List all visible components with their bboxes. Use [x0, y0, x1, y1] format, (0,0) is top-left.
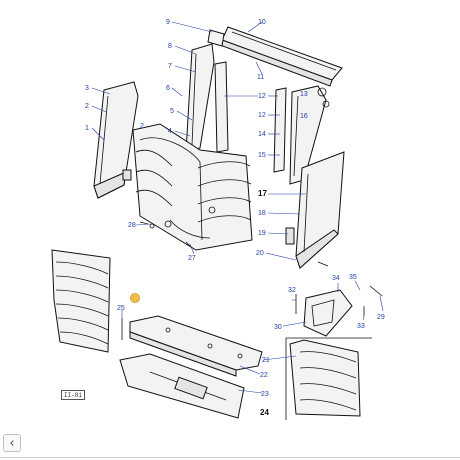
- chevron-left-icon: ‹: [9, 436, 15, 451]
- callout-6: 6: [166, 85, 170, 92]
- left-side-panel: [93, 81, 139, 199]
- callout-9: 9: [166, 19, 170, 26]
- callout-25: 25: [117, 305, 125, 312]
- bolts: [121, 221, 383, 340]
- lower-grille: [51, 249, 111, 353]
- callout-14: 14: [258, 131, 266, 138]
- callout-21: 21: [262, 357, 270, 364]
- callouts: 9 10 8 7 11 3 2 1 6 5 4 2 12 12 14 15 17…: [85, 19, 385, 417]
- callout-2b: 2: [140, 123, 144, 130]
- callout-5: 5: [170, 108, 174, 115]
- front-valance: [119, 353, 245, 419]
- inset-grille: [289, 339, 361, 417]
- callout-16: 16: [300, 113, 308, 120]
- callout-22: 22: [260, 372, 268, 379]
- callout-7: 7: [168, 63, 172, 70]
- right-side-panel: [285, 151, 345, 269]
- callout-20: 20: [256, 250, 264, 257]
- top-bracket-left: [207, 29, 225, 47]
- left-upper-bracket: [185, 43, 215, 153]
- callout-35: 35: [349, 274, 357, 281]
- bottom-crossmember: [129, 315, 263, 377]
- callout-1: 1: [85, 125, 89, 132]
- callout-29: 29: [377, 314, 385, 321]
- highlight-marker: [130, 293, 140, 303]
- callout-8: 8: [168, 43, 172, 50]
- callout-11: 11: [257, 74, 264, 81]
- upright-strip: [214, 61, 229, 153]
- callout-12a: 12: [258, 93, 266, 100]
- right-upper-bracket: [289, 85, 330, 185]
- right-upright-strip: [273, 87, 287, 173]
- small-bracket: [303, 289, 353, 337]
- callout-32: 32: [288, 287, 296, 294]
- bottom-divider: [0, 457, 460, 458]
- callout-15: 15: [258, 152, 266, 159]
- callout-13: 13: [300, 91, 308, 98]
- callout-27: 27: [188, 255, 196, 262]
- callout-18: 18: [258, 210, 266, 217]
- callout-19: 19: [258, 230, 266, 237]
- inset-frame-lines: [285, 337, 372, 420]
- page-code-label: II-81: [61, 390, 85, 400]
- back-button[interactable]: ‹: [3, 434, 21, 452]
- callout-30: 30: [274, 324, 282, 331]
- callout-17: 17: [258, 189, 267, 198]
- callout-12b: 12: [258, 112, 266, 119]
- callout-3: 3: [85, 85, 89, 92]
- callout-23: 23: [261, 391, 269, 398]
- leader-lines: [91, 21, 384, 394]
- callout-24: 24: [260, 408, 269, 417]
- callout-4: 4: [168, 128, 172, 135]
- main-grille-frame: [132, 123, 253, 251]
- callout-34: 34: [332, 275, 340, 282]
- top-crossmember: [219, 26, 343, 87]
- callout-10: 10: [258, 19, 266, 26]
- callout-33: 33: [357, 323, 365, 330]
- callout-28: 28: [128, 222, 136, 229]
- callout-2a: 2: [85, 103, 89, 110]
